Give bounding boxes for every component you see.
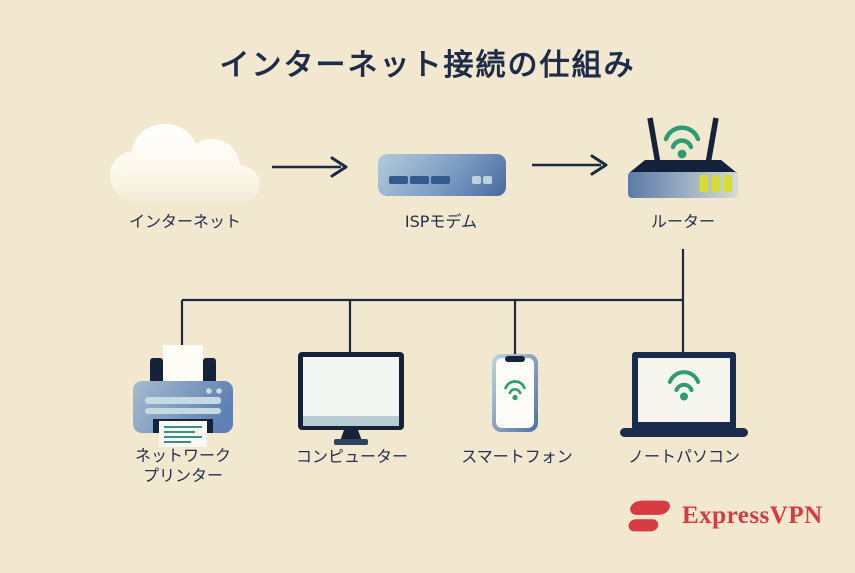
modem-led-dash: [410, 176, 429, 184]
laptop-screen: [638, 358, 730, 422]
brand-logo: ExpressVPN: [628, 497, 823, 535]
internet-label: インターネット: [128, 212, 242, 231]
monitor-screen: [303, 357, 399, 416]
expressvpn-icon: [628, 500, 670, 532]
page-title: インターネット接続の仕組み: [219, 48, 636, 83]
wifi-signal-icon: [504, 380, 526, 401]
phone-screen: [496, 358, 534, 428]
router-led-lights: [700, 175, 732, 192]
laptop-base: [620, 428, 748, 437]
printer-label: ネットワーク プリンター: [134, 446, 232, 485]
modem-port: [472, 176, 481, 184]
brand-wordmark: ExpressVPN: [682, 502, 823, 529]
isp-modem-icon: [378, 154, 506, 196]
laptop-icon: [620, 352, 748, 437]
router-icon: [628, 117, 738, 198]
printer-paper-out: [159, 421, 207, 447]
smartphone-label: スマートフォン: [461, 447, 573, 466]
router-lid: [629, 160, 737, 173]
modem-port: [483, 176, 492, 184]
modem-led-dash: [431, 176, 450, 184]
laptop-label: ノートパソコン: [627, 447, 741, 466]
wifi-signal-icon: [667, 370, 701, 401]
modem-led-dash: [389, 176, 408, 184]
computer-label: コンピューター: [295, 447, 409, 466]
computer-icon: [298, 352, 404, 445]
router-antennas: [647, 117, 719, 165]
smartphone-icon: [492, 354, 538, 432]
phone-notch: [505, 356, 525, 362]
arrow-modem-to-router: [532, 154, 608, 176]
printer-paper-in: [163, 345, 203, 383]
arrow-internet-to-modem: [272, 156, 348, 178]
printer-icon: [133, 345, 233, 447]
router-body: [628, 172, 738, 198]
monitor-stand: [340, 430, 362, 441]
wifi-signal-icon: [663, 125, 701, 159]
internet-cloud-icon: [110, 124, 260, 203]
lan-bus-lines: [180, 249, 685, 357]
router-label: ルーター: [650, 212, 716, 231]
modem-label: ISPモデム: [404, 212, 478, 231]
